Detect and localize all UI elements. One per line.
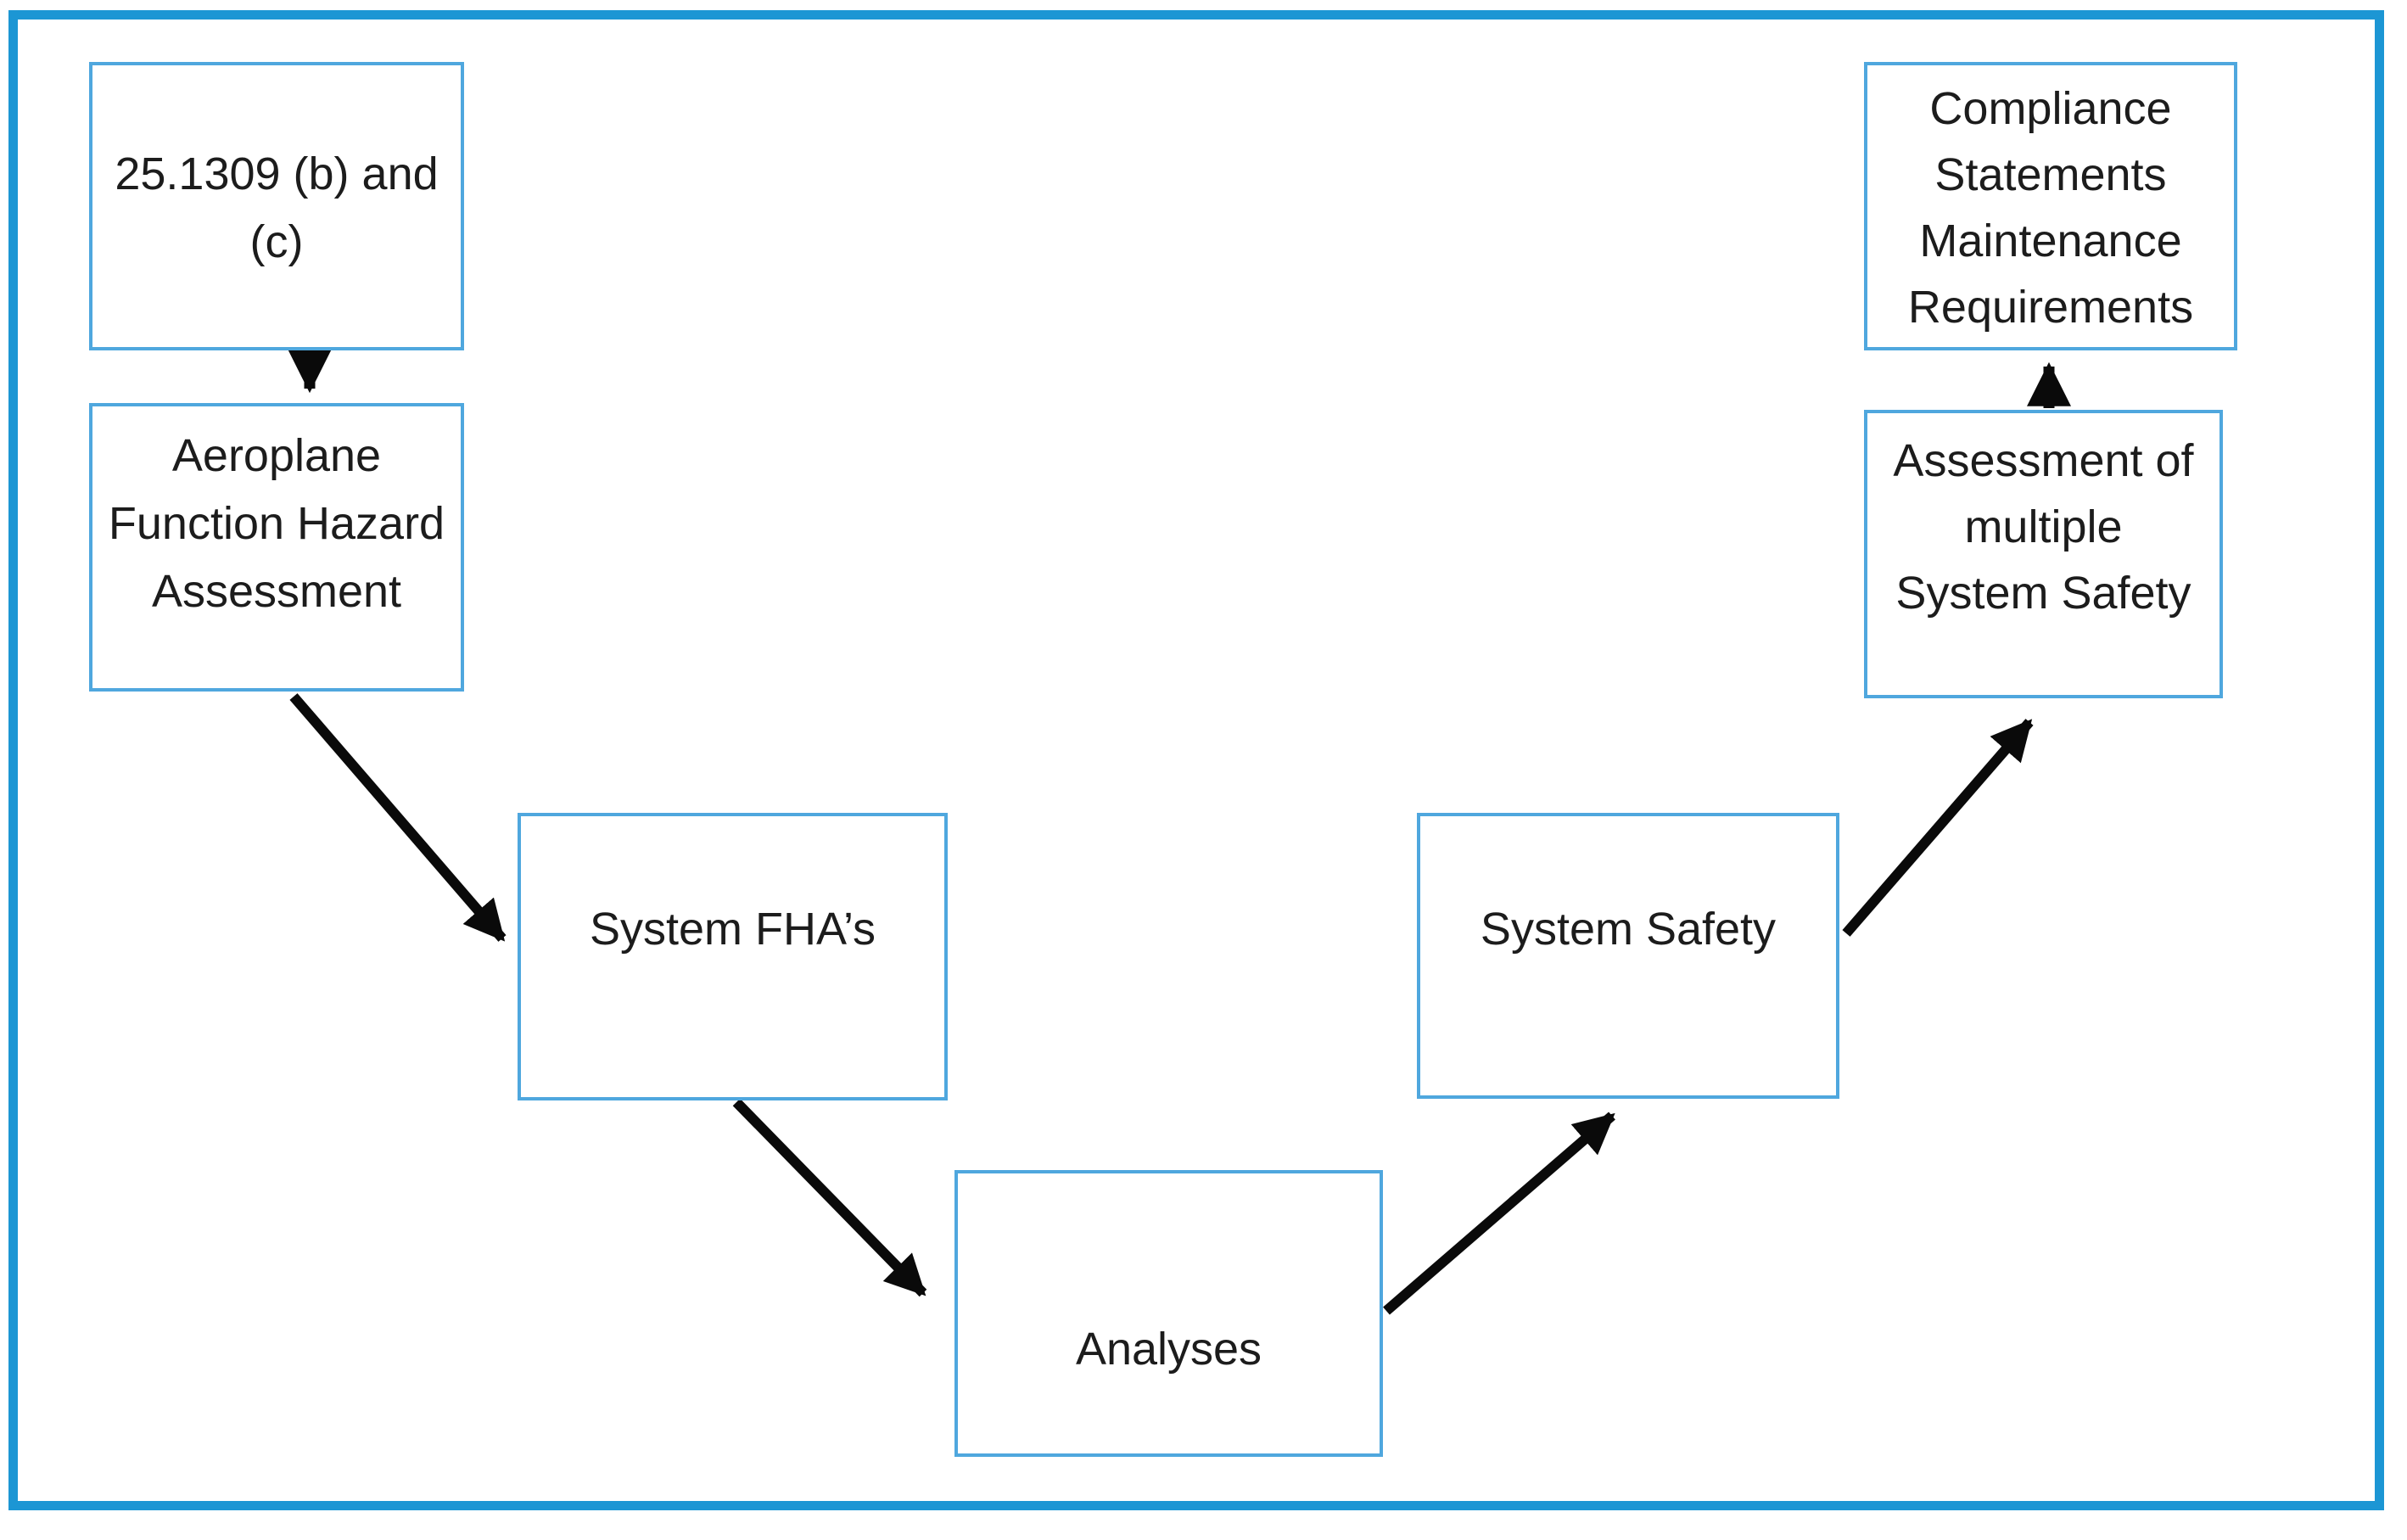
node-label-line: Analyses xyxy=(1075,1324,1262,1375)
node-system-fhas: System FHA’s xyxy=(518,813,948,1100)
node-label-line: Statements xyxy=(1934,149,2167,200)
node-compliance-statements-maintenance-requirements: Compliance Statements Maintenance Requir… xyxy=(1864,62,2237,350)
node-label-line: System FHA’s xyxy=(589,904,876,955)
node-label-line: multiple xyxy=(1964,501,2123,552)
node-label-line: System Safety xyxy=(1895,568,2191,619)
node-assessment-of-multiple-system-safety: Assessment of multiple System Safety xyxy=(1864,410,2223,698)
node-label-line: Aeroplane xyxy=(171,430,382,481)
node-label-line: Assessment of xyxy=(1893,435,2194,486)
node-label-line: Maintenance xyxy=(1919,216,2182,266)
node-label-line: System Safety xyxy=(1480,904,1777,955)
node-label-line: (c) xyxy=(249,216,304,267)
node-label-line: Requirements xyxy=(1907,282,2194,333)
node-label-line: Function Hazard xyxy=(108,498,445,549)
node-aeroplane-function-hazard-assessment: Aeroplane Function Hazard Assessment xyxy=(89,403,464,692)
arrow-system-safety-to-assessment xyxy=(1842,719,2034,937)
outer-frame xyxy=(8,10,2384,1510)
node-analyses: Analyses xyxy=(954,1170,1383,1457)
node-regulation-25-1309: 25.1309 (b) and (c) xyxy=(89,62,464,350)
arrow-aeroplane-fha-to-system-fhas xyxy=(289,693,507,942)
arrow-analyses-to-system-safety xyxy=(1383,1112,1615,1315)
node-label-line: Compliance xyxy=(1929,83,2172,134)
node-label-line: Assessment xyxy=(151,566,402,617)
node-label-line: 25.1309 (b) and xyxy=(115,148,439,199)
arrow-system-fhas-to-analyses xyxy=(732,1098,927,1297)
node-system-safety: System Safety xyxy=(1417,813,1839,1099)
